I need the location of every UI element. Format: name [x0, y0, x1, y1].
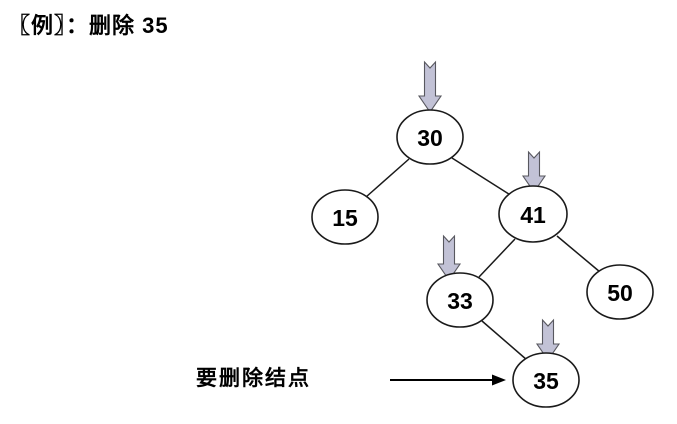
- annotation-arrow: [390, 374, 506, 386]
- node-value-33: 33: [447, 288, 473, 314]
- tree-edge-n41-n50: [556, 235, 601, 273]
- tree-node-30: 30: [396, 109, 464, 165]
- pointer-arrow-n41: [521, 150, 547, 193]
- node-circle-41: [498, 185, 568, 243]
- annotation-label: 要删除结点: [196, 367, 311, 390]
- tree-edge-n30-n41: [451, 157, 513, 197]
- node-value-30: 30: [417, 125, 443, 151]
- node-circle-15: [311, 189, 379, 245]
- tree-node-15: 15: [311, 189, 379, 245]
- tree-edge-n33-n35: [481, 320, 528, 361]
- node-value-50: 50: [607, 280, 633, 306]
- tree-edge-n30-n15: [365, 158, 410, 198]
- tree-node-35: 35: [512, 352, 580, 408]
- node-circle-33: [426, 272, 494, 328]
- node-value-15: 15: [332, 205, 358, 231]
- tree-edge-n41-n33: [478, 238, 516, 278]
- annotation-arrow-head: [492, 374, 506, 386]
- tree-edges: [365, 157, 601, 361]
- tree-nodes: 30 15 41 33 50 35: [311, 109, 654, 408]
- pointer-block-arrows: [417, 60, 561, 361]
- pointer-arrow-n33: [436, 234, 462, 281]
- node-value-35: 35: [533, 368, 559, 394]
- tree-node-41: 41: [498, 185, 568, 243]
- node-circle-50: [586, 264, 654, 320]
- tree-node-50: 50: [586, 264, 654, 320]
- pointer-arrow-n35: [535, 318, 561, 361]
- node-circle-35: [512, 352, 580, 408]
- page-title: 〖例〗：删除 35: [8, 13, 169, 38]
- node-circle-30: [396, 109, 464, 165]
- tree-node-33: 33: [426, 272, 494, 328]
- pointer-arrow-n30: [417, 60, 443, 113]
- node-value-41: 41: [520, 202, 546, 228]
